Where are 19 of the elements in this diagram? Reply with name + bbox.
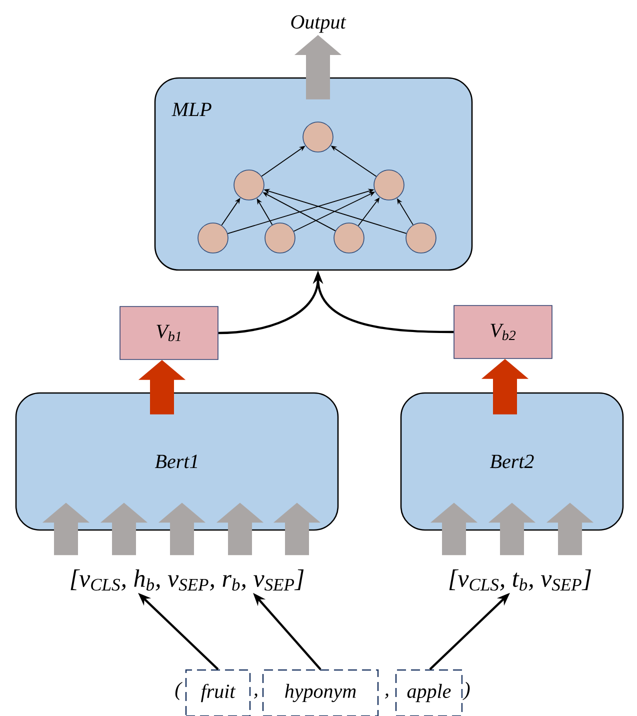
- punctuation-mark: ,: [254, 693, 258, 699]
- word-box: apple: [395, 669, 463, 716]
- word-box: hyponym: [262, 669, 379, 716]
- output-label: Output: [291, 15, 346, 33]
- vector-box: V$_{b1}$: [120, 306, 218, 360]
- token-sequence: [v$_{CLS}$, h$_{b}$, v$_{SEP}$, r$_{b}$, v$_{SEP}$]: [70, 569, 304, 591]
- vector-box: V$_{b2}$: [454, 305, 552, 359]
- encoder-box: Bert1: [15, 392, 339, 531]
- neuron-circle: [264, 222, 296, 254]
- word-box: fruit: [185, 669, 251, 716]
- neuron-circle: [198, 222, 228, 254]
- neuron-circle: [406, 222, 436, 254]
- neuron-circle: [302, 122, 334, 152]
- neuron-circle: [374, 170, 404, 200]
- token-sequence: [v$_{CLS}$, t$_{b}$, v$_{SEP}$]: [449, 569, 591, 591]
- encoder-box: Bert2: [400, 392, 624, 531]
- punctuation-mark: ,: [385, 693, 388, 699]
- neuron-circle: [334, 222, 364, 254]
- neuron-circle: [234, 170, 264, 200]
